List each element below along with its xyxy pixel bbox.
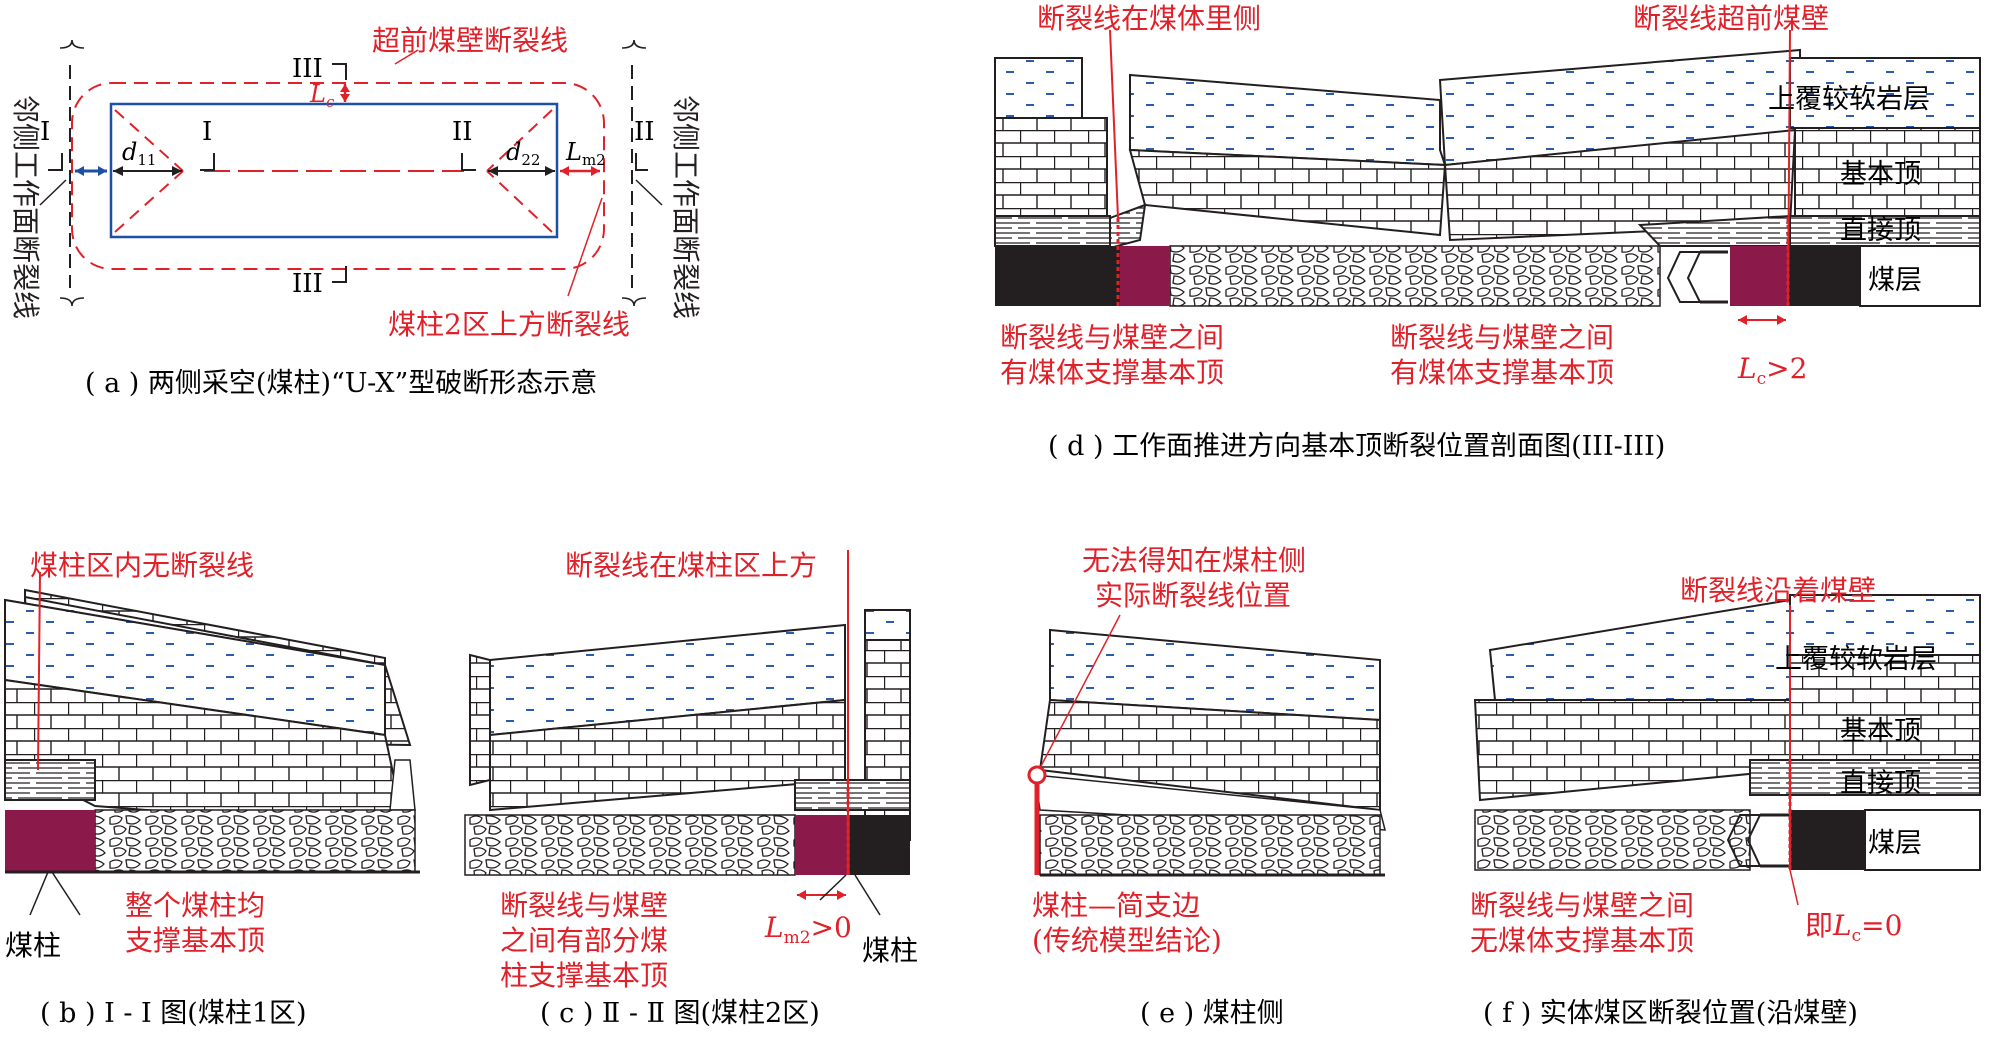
- f-bottom-note-line1: 断裂线与煤壁之间: [1470, 889, 1694, 922]
- b-top-note: 煤柱区内无断裂线: [30, 549, 254, 582]
- f-lc-label: 即Lc=0: [1805, 909, 1902, 946]
- panel-f: 上覆较软岩层 基本顶 直接顶 煤层 断裂线沿着煤壁 断裂线与煤壁之间 无煤体支撑…: [1470, 574, 1981, 1029]
- x-diagonal-right-bottom: [486, 170, 553, 233]
- b-note-line1: 整个煤柱均: [125, 889, 265, 922]
- f-top-note: 断裂线沿着煤壁: [1680, 574, 1876, 607]
- d-layer-main: 基本顶: [1840, 159, 1921, 190]
- lc-label: Lc: [309, 80, 335, 111]
- c-top-note: 断裂线在煤柱区上方: [565, 549, 817, 582]
- c-lm2-label: Lm2>0: [764, 911, 852, 948]
- c-note-line2: 之间有部分煤: [500, 924, 668, 957]
- panel-a: 超前煤壁断裂线 煤柱2区上方断裂线 邻侧工作面断裂线 邻侧工作面断裂线 I I …: [9, 24, 702, 399]
- section-ii-right: II: [634, 117, 655, 147]
- section-iii-bottom: III: [292, 269, 323, 299]
- f-layer-soft: 上覆较软岩层: [1775, 644, 1937, 675]
- x-diagonal-left-bottom: [114, 170, 184, 233]
- lm2-label: Lm2: [565, 138, 606, 169]
- section-iii-top: III: [292, 54, 323, 84]
- f-layer-main: 基本顶: [1840, 716, 1921, 747]
- e-top-note-line2: 实际断裂线位置: [1095, 579, 1291, 612]
- d22-label: d22: [506, 138, 540, 169]
- e-bottom-note-line1: 煤柱—简支边: [1032, 889, 1200, 922]
- panel-c: 断裂线在煤柱区上方 断裂线与煤壁 之间有部分煤 柱支撑基本顶 Lm2>0 煤柱 …: [464, 549, 918, 1029]
- f-layer-coal: 煤层: [1868, 828, 1922, 859]
- panel-d: 上覆较软岩层 基本顶 直接顶 煤层 断裂线在煤体里侧 断裂线超前煤壁 断裂线与煤…: [994, 2, 1981, 462]
- e-bottom-note-line2: (传统模型结论): [1032, 924, 1222, 957]
- advance-fracture-boundary: [71, 82, 605, 270]
- advance-fracture-label: 超前煤壁断裂线: [372, 24, 568, 57]
- caption-d: ( d ) 工作面推进方向基本顶断裂位置剖面图(III-III): [1048, 431, 1665, 462]
- caption-f: ( f ) 实体煤区断裂位置(沿煤壁): [1483, 998, 1858, 1029]
- d-left-note-line2: 有煤体支撑基本顶: [1000, 356, 1224, 389]
- d-lc-label: Lc>2: [1737, 352, 1807, 389]
- c-pillar-label: 煤柱: [862, 934, 918, 967]
- x-diagonal-left-top: [114, 109, 184, 172]
- section-i-right: I: [202, 117, 212, 147]
- caption-a: ( a ) 两侧采空(煤柱)“U-X”型破断形态示意: [85, 368, 597, 399]
- x-diagonal-right-top: [486, 109, 553, 172]
- section-ii-left: II: [452, 117, 473, 147]
- c-note-line1: 断裂线与煤壁: [500, 889, 668, 922]
- d-mid-note-line2: 有煤体支撑基本顶: [1390, 356, 1614, 389]
- d-layer-soft: 上覆较软岩层: [1768, 84, 1930, 115]
- e-top-note-line1: 无法得知在煤柱侧: [1082, 544, 1306, 577]
- d-left-note-line1: 断裂线与煤壁之间: [1000, 321, 1224, 354]
- left-face-label: 邻侧工作面断裂线: [9, 95, 42, 319]
- d-layer-coal: 煤层: [1868, 265, 1922, 296]
- caption-c: ( c ) Ⅱ - Ⅱ 图(煤柱2区): [540, 998, 820, 1029]
- d11-label: d11: [122, 138, 156, 169]
- right-face-label: 邻侧工作面断裂线: [669, 95, 702, 319]
- d-mid-note-line1: 断裂线与煤壁之间: [1390, 321, 1614, 354]
- section-i-left: I: [40, 117, 50, 147]
- panel-e: 无法得知在煤柱侧 实际断裂线位置 煤柱—简支边 (传统模型结论) ( e ) 煤…: [1027, 544, 1386, 1029]
- f-layer-immediate: 直接顶: [1840, 768, 1921, 799]
- d-right-top-note: 断裂线超前煤壁: [1633, 2, 1829, 35]
- pillar-fracture-label: 煤柱2区上方断裂线: [388, 308, 630, 341]
- d-layer-immediate: 直接顶: [1840, 215, 1921, 246]
- d-left-top-note: 断裂线在煤体里侧: [1037, 2, 1261, 35]
- caption-e: ( e ) 煤柱侧: [1140, 998, 1284, 1029]
- f-bottom-note-line2: 无煤体支撑基本顶: [1470, 924, 1694, 957]
- c-note-line3: 柱支撑基本顶: [500, 959, 668, 992]
- b-note-line2: 支撑基本顶: [125, 924, 265, 957]
- caption-b: ( b ) Ⅰ - Ⅰ 图(煤柱1区): [40, 998, 307, 1029]
- b-pillar-label: 煤柱: [5, 929, 61, 962]
- panel-rectangle: [109, 102, 559, 239]
- panel-b: 煤柱区内无断裂线 煤柱 整个煤柱均 支撑基本顶 ( b ) Ⅰ - Ⅰ 图(煤柱…: [4, 549, 420, 1029]
